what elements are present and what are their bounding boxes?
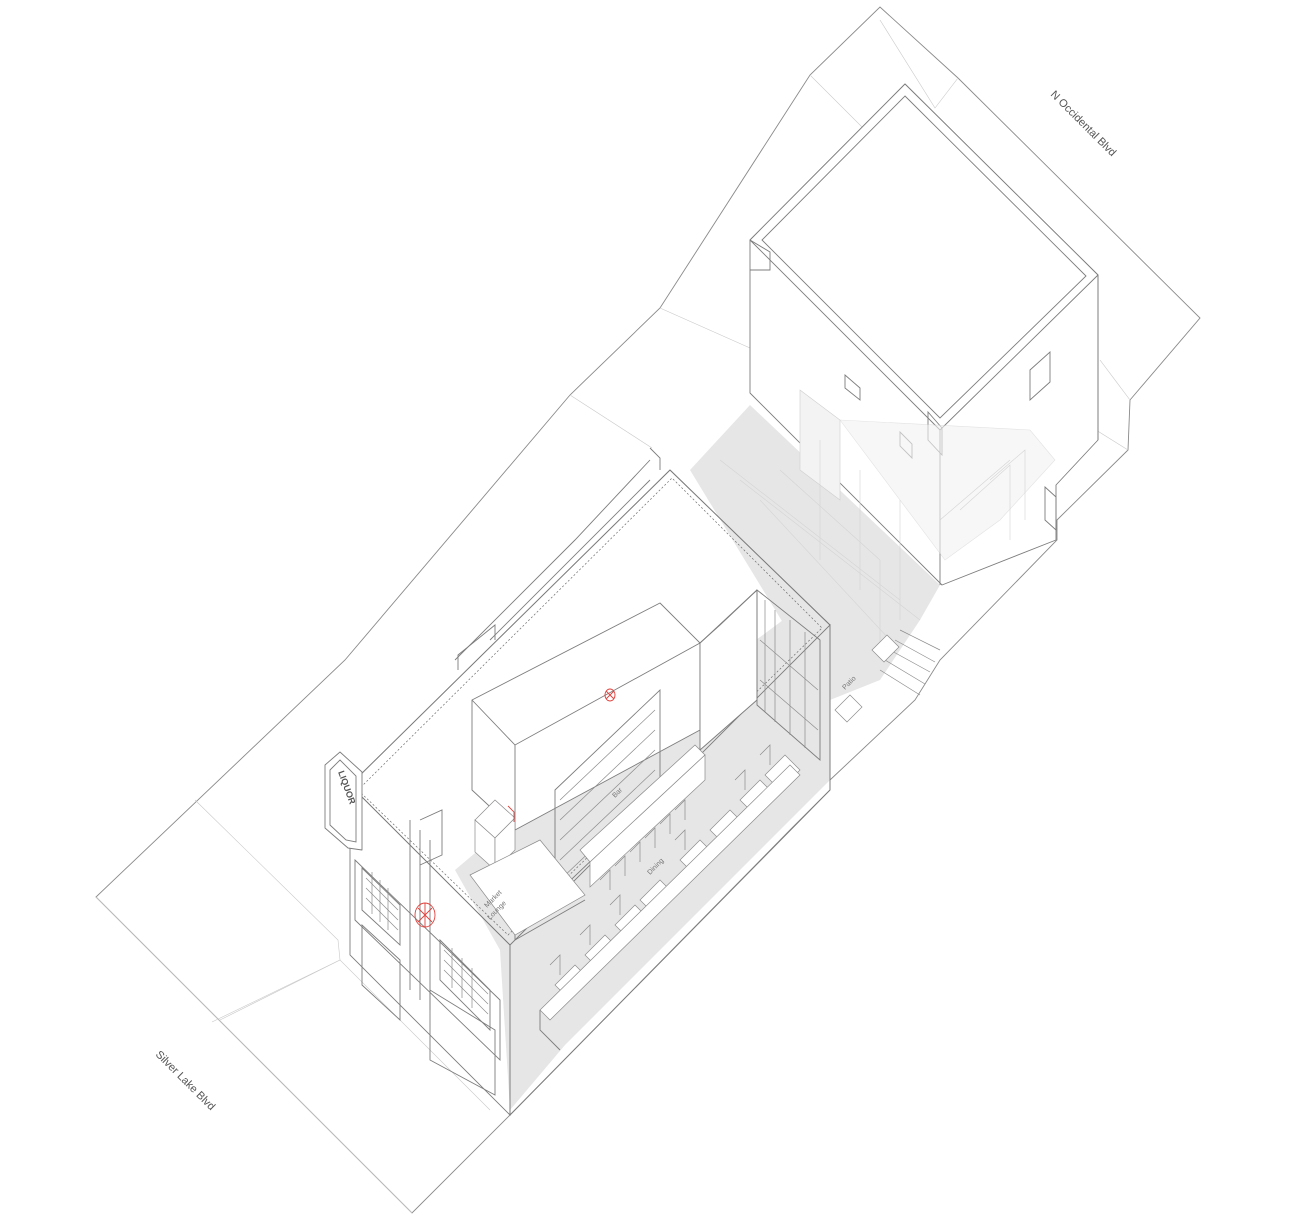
patio-glazing — [756, 589, 821, 761]
patio-ghost-structure — [690, 389, 1056, 700]
blade-sign — [324, 751, 363, 851]
dining-banquette — [539, 764, 801, 1051]
storefront-facade — [354, 809, 501, 1096]
host-station — [474, 799, 516, 871]
lounge-counter — [469, 839, 586, 941]
street-label-south: Silver Lake Blvd — [153, 1049, 217, 1113]
patio-stairs — [879, 629, 941, 696]
bar-counter — [579, 744, 706, 890]
main-building — [349, 447, 831, 1117]
accent-medallion — [604, 688, 616, 702]
street-label-north: N Occidental Blvd — [1048, 89, 1118, 159]
back-of-house-volumes — [471, 589, 758, 897]
